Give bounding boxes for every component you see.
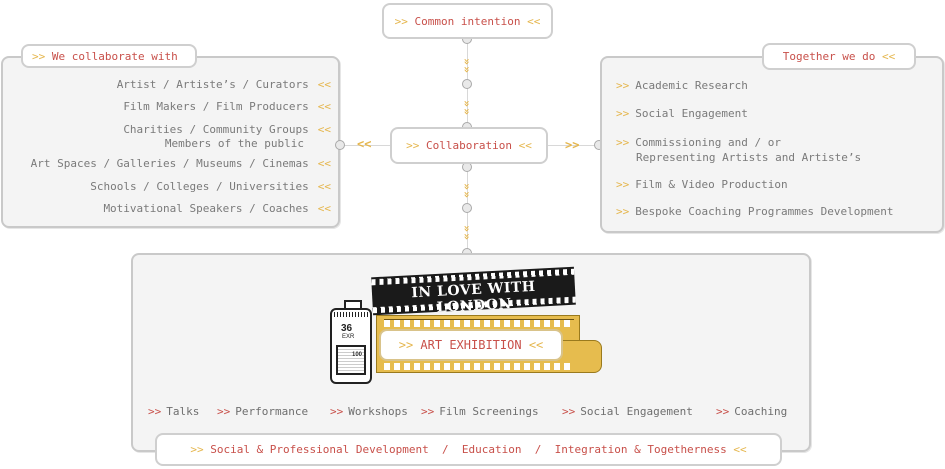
list-item: >> Social Engagement (616, 107, 748, 121)
list-item-text: Academic Research (635, 79, 748, 92)
collaborate-with-title: >> We collaborate with (21, 44, 197, 68)
canister-iso: 100 (352, 352, 362, 358)
activity-talks: >> Talks (148, 405, 199, 418)
suffix-arrows: << (529, 338, 543, 352)
suffix-arrows: << (318, 157, 331, 170)
list-item-text: Bespoke Coaching Programmes Development (635, 205, 893, 218)
list-item-text: Representing Artists and Artiste’s (636, 151, 861, 164)
list-item-text: Schools / Colleges / Universities (90, 180, 309, 193)
footer-item: Social & Professional Development (210, 443, 429, 456)
list-item: Members of the public (165, 137, 304, 151)
collaboration-box: >> Collaboration << (390, 127, 548, 164)
canister-code: EXR (342, 334, 354, 340)
activity-label: Coaching (734, 405, 787, 418)
chevron-down-icon-4: » (462, 104, 473, 120)
list-item: >> Academic Research (616, 79, 748, 93)
prefix-arrows: >> (190, 443, 203, 456)
development-footer: >> Social & Professional Development / E… (155, 433, 782, 466)
suffix-arrows: << (318, 202, 331, 215)
film-strip-top-holes (384, 319, 574, 327)
prefix-arrows: >> (616, 178, 629, 191)
suffix-arrows: << (527, 15, 540, 28)
prefix-arrows: >> (217, 405, 230, 418)
chevron-down-icon-8: » (462, 229, 473, 245)
activity-coaching: >> Coaching (716, 405, 787, 418)
prefix-arrows: >> (399, 338, 413, 352)
prefix-arrows: >> (616, 107, 629, 120)
connector-dot-2 (462, 79, 472, 89)
common-intention-label: Common intention (415, 15, 521, 28)
list-item: Schools / Colleges / Universities << (90, 180, 331, 194)
list-item: Artist / Artiste’s / Curators << (117, 78, 331, 92)
list-item: Charities / Community Groups << (123, 123, 331, 137)
prefix-arrows: >> (562, 405, 575, 418)
suffix-arrows: << (882, 50, 895, 63)
prefix-arrows: >> (616, 136, 629, 149)
activity-label: Performance (235, 405, 308, 418)
activity-label: Talks (166, 405, 199, 418)
film-strip-bottom-holes (384, 363, 574, 370)
prefix-arrows: >> (406, 139, 419, 152)
footer-item: Integration & Togetherness (555, 443, 727, 456)
list-item-text: Members of the public (165, 137, 304, 150)
list-item-text: Artist / Artiste’s / Curators (117, 78, 309, 91)
chevron-down-icon-2: » (462, 62, 473, 78)
art-exhibition-label: ART EXHIBITION (420, 338, 521, 352)
left-connector-dot (335, 140, 345, 150)
suffix-arrows: << (318, 180, 331, 193)
list-item-text: Film & Video Production (635, 178, 787, 191)
suffix-arrows: << (318, 123, 331, 136)
prefix-arrows: >> (616, 79, 629, 92)
chevron-down-icon-6: » (462, 187, 473, 203)
prefix-arrows: >> (421, 405, 434, 418)
prefix-arrows: >> (716, 405, 729, 418)
together-we-do-title: Together we do << (762, 43, 916, 70)
list-item: >> Film & Video Production (616, 178, 788, 192)
list-item-text: Motivational Speakers / Coaches (103, 202, 308, 215)
footer-separator: / (535, 443, 542, 456)
list-item-text: Social Engagement (635, 107, 748, 120)
list-item-text: Film Makers / Film Producers (123, 100, 308, 113)
activity-social-engagement: >> Social Engagement (562, 405, 693, 418)
canister-number: 36 (341, 323, 352, 334)
prefix-arrows: >> (330, 405, 343, 418)
film-canister-icon: 36 EXR 100 (330, 300, 376, 384)
activity-performance: >> Performance (217, 405, 308, 418)
chevron-left-icon: << (357, 137, 371, 151)
footer-item: Education (462, 443, 522, 456)
together-we-do-label: Together we do (783, 50, 876, 63)
suffix-arrows: << (318, 78, 331, 91)
art-exhibition-label-box: >> ART EXHIBITION << (379, 329, 563, 361)
activity-label: Workshops (348, 405, 408, 418)
list-item: Art Spaces / Galleries / Museums / Cinem… (31, 157, 331, 171)
list-item: Motivational Speakers / Coaches << (103, 202, 331, 216)
list-item: >> Commissioning and / or (616, 136, 781, 150)
activity-label: Film Screenings (439, 405, 538, 418)
prefix-arrows: >> (148, 405, 161, 418)
list-item: Representing Artists and Artiste’s (636, 151, 861, 165)
suffix-arrows: << (318, 100, 331, 113)
list-item: >> Bespoke Coaching Programmes Developmen… (616, 205, 894, 219)
prefix-arrows: >> (32, 50, 45, 63)
prefix-arrows: >> (395, 15, 408, 28)
activity-workshops: >> Workshops (330, 405, 408, 418)
footer-separator: / (442, 443, 449, 456)
list-item-text: Commissioning and / or (635, 136, 781, 149)
collaborate-with-label: We collaborate with (52, 50, 178, 63)
list-item: Film Makers / Film Producers << (123, 100, 331, 114)
suffix-arrows: << (519, 139, 532, 152)
list-item-text: Charities / Community Groups (123, 123, 308, 136)
common-intention-box: >> Common intention << (382, 3, 553, 39)
chevron-right-icon: >> (565, 138, 579, 152)
activity-label: Social Engagement (580, 405, 693, 418)
list-item-text: Art Spaces / Galleries / Museums / Cinem… (31, 157, 309, 170)
activity-film-screenings: >> Film Screenings (421, 405, 539, 418)
suffix-arrows: << (733, 443, 746, 456)
connector-dot-5 (462, 203, 472, 213)
collaboration-label: Collaboration (426, 139, 512, 152)
prefix-arrows: >> (616, 205, 629, 218)
